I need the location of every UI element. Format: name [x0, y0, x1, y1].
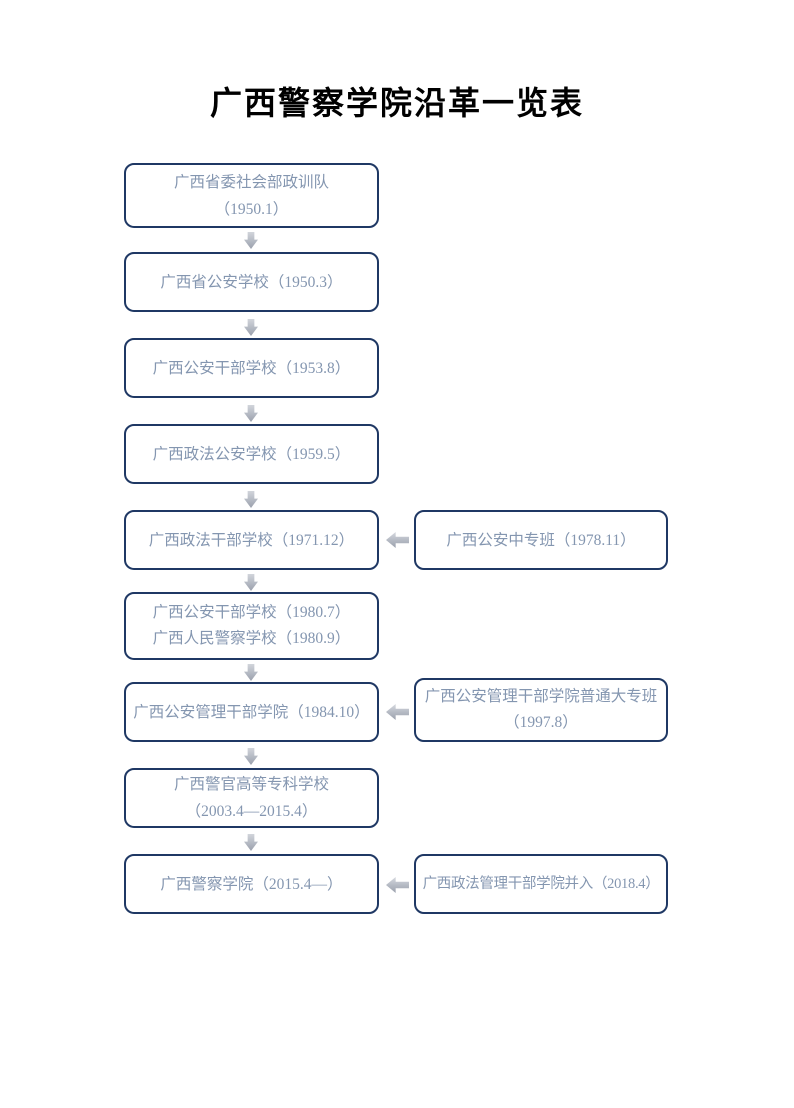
down-arrow-icon	[244, 491, 258, 508]
box-line: 广西政法公安学校（1959.5）	[152, 445, 351, 463]
down-arrow-icon	[244, 748, 258, 765]
left-arrow-icon	[386, 532, 409, 548]
main-box-3: 广西公安干部学校（1953.8）	[124, 338, 379, 398]
box-line: 广西公安中专班（1978.11）	[446, 531, 636, 549]
box-line: （2003.4—2015.4）	[185, 803, 318, 820]
left-arrow-icon	[386, 877, 409, 893]
down-arrow-icon	[244, 319, 258, 336]
main-box-7: 广西公安管理干部学院（1984.10）	[124, 682, 379, 742]
main-box-5: 广西政法干部学校（1971.12）	[124, 510, 379, 570]
main-box-2: 广西省公安学校（1950.3）	[124, 252, 379, 312]
branch-box-3: 广西政法管理干部学院并入（2018.4）	[414, 854, 668, 914]
box-line: （1950.1）	[214, 200, 289, 218]
main-box-6: 广西公安干部学校（1980.7） 广西人民警察学校（1980.9）	[124, 592, 379, 660]
main-box-9: 广西警察学院（2015.4—）	[124, 854, 379, 914]
branch-box-1: 广西公安中专班（1978.11）	[414, 510, 668, 570]
branch-box-2: 广西公安管理干部学院普通大专班 （1997.8）	[414, 678, 668, 742]
box-line: 广西公安管理干部学院（1984.10）	[133, 703, 370, 721]
left-arrow-icon	[386, 704, 409, 720]
box-line: 广西省公安学校（1950.3）	[160, 273, 343, 291]
box-line: 广西警察学院（2015.4—）	[160, 875, 343, 893]
main-box-4: 广西政法公安学校（1959.5）	[124, 424, 379, 484]
box-line: 广西人民警察学校（1980.9）	[152, 630, 351, 647]
box-line: 广西政法管理干部学院并入（2018.4）	[422, 875, 660, 892]
box-line: 广西警官高等专科学校	[173, 776, 329, 793]
box-line: 广西省委社会部政训队	[173, 173, 329, 191]
box-line: 广西公安干部学校（1980.7）	[152, 604, 351, 621]
down-arrow-icon	[244, 574, 258, 591]
page-title: 广西警察学院沿革一览表	[209, 85, 584, 121]
down-arrow-icon	[244, 232, 258, 249]
down-arrow-icon	[244, 664, 258, 681]
box-line: 广西公安干部学校（1953.8）	[152, 359, 351, 377]
box-line: （1997.8）	[504, 714, 578, 731]
box-line: 广西公安管理干部学院普通大专班	[424, 688, 658, 705]
main-box-8: 广西警官高等专科学校 （2003.4—2015.4）	[124, 768, 379, 828]
down-arrow-icon	[244, 405, 258, 422]
down-arrow-icon	[244, 834, 258, 851]
box-line: 广西政法干部学校（1971.12）	[148, 531, 355, 549]
main-box-1: 广西省委社会部政训队 （1950.1）	[124, 163, 379, 228]
